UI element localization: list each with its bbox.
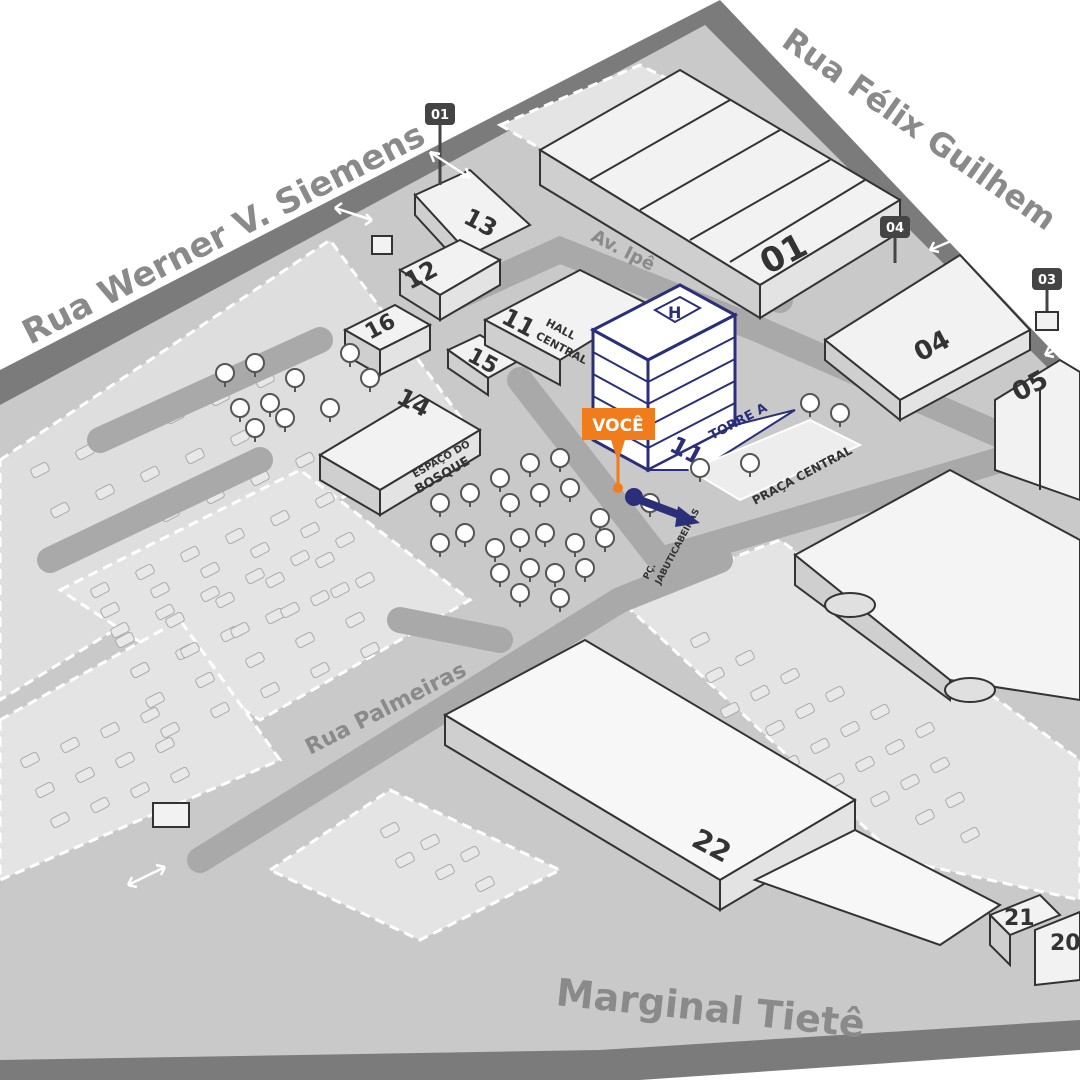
building-20-label: 20 — [1050, 931, 1080, 956]
building-21-label: 21 — [1004, 906, 1035, 931]
building-12[interactable]: 12 — [397, 238, 503, 322]
gate-03[interactable]: 03 — [1032, 268, 1062, 315]
building-20[interactable]: 20 — [1034, 910, 1080, 987]
gate-01-label: 01 — [431, 108, 449, 123]
helipad-label: H — [668, 303, 681, 322]
building-22[interactable]: 22 — [442, 638, 1002, 947]
building-large-east[interactable] — [793, 468, 1080, 703]
building-14[interactable]: 14 ESPAÇO DO BOSQUE — [318, 383, 482, 517]
direction-arrow-icon — [625, 488, 700, 527]
you-are-here-label: VOCÊ — [592, 414, 643, 436]
building-15[interactable]: 15 — [446, 333, 522, 397]
gate-03-label: 03 — [1038, 273, 1056, 288]
kiosk-icons — [152, 235, 1059, 828]
torre-a[interactable]: H 11 TORRE A — [589, 283, 796, 473]
building-04[interactable]: 04 — [823, 253, 1032, 423]
building-01[interactable]: 01 — [538, 68, 902, 320]
gate-01[interactable]: 01 — [425, 103, 455, 185]
gate-04-label: 04 — [886, 221, 904, 236]
building-21[interactable]: 21 — [988, 893, 1062, 968]
gate-04[interactable]: 04 — [880, 216, 910, 263]
two-way-arrow-icons — [126, 150, 1076, 889]
you-are-here-marker[interactable]: VOCÊ — [582, 408, 655, 493]
